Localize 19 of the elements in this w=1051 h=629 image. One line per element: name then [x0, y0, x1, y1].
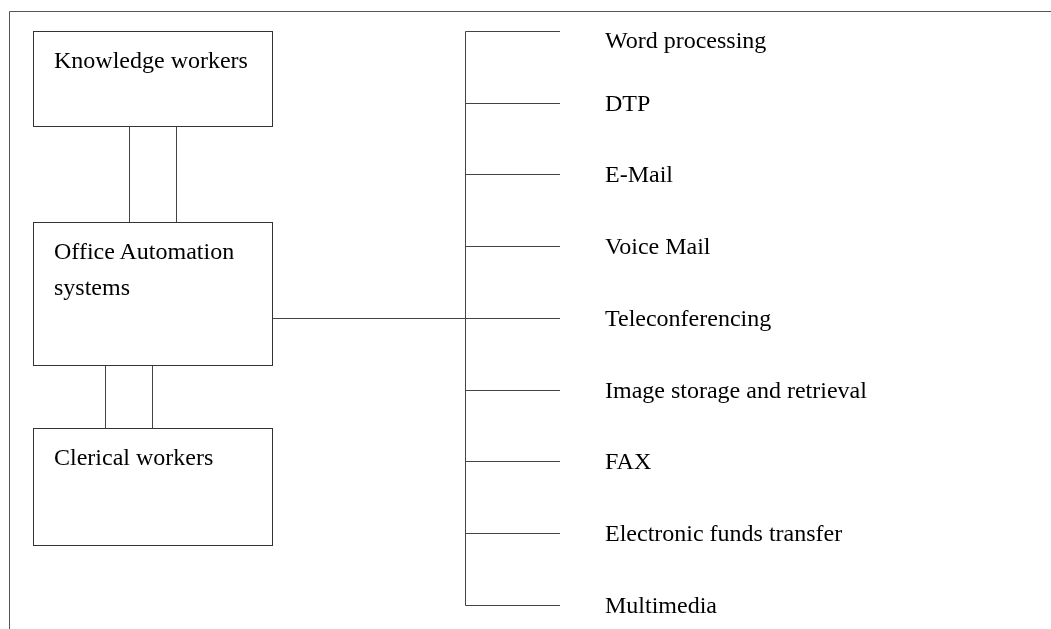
connector-line: [105, 365, 106, 429]
item-label: E-Mail: [605, 160, 673, 189]
process-box: [33, 222, 273, 366]
item-label: Word processing: [605, 26, 767, 55]
box-label: Knowledge workers: [54, 46, 249, 75]
connector-line: [176, 126, 177, 223]
item-label: Teleconferencing: [605, 304, 772, 333]
box-label: Clerical workers: [54, 443, 215, 472]
process-box: [33, 31, 273, 127]
process-box: [33, 428, 273, 546]
item-label: Voice Mail: [605, 232, 711, 261]
item-label: DTP: [605, 89, 651, 118]
item-label: Image storage and retrieval: [605, 376, 867, 405]
connector-line: [129, 126, 130, 223]
item-label: Electronic funds transfer: [605, 519, 843, 548]
connector-line: [152, 365, 153, 429]
item-label: FAX: [605, 447, 652, 476]
box-label: Office Automation systems: [54, 237, 236, 302]
item-label: Multimedia: [605, 591, 717, 620]
